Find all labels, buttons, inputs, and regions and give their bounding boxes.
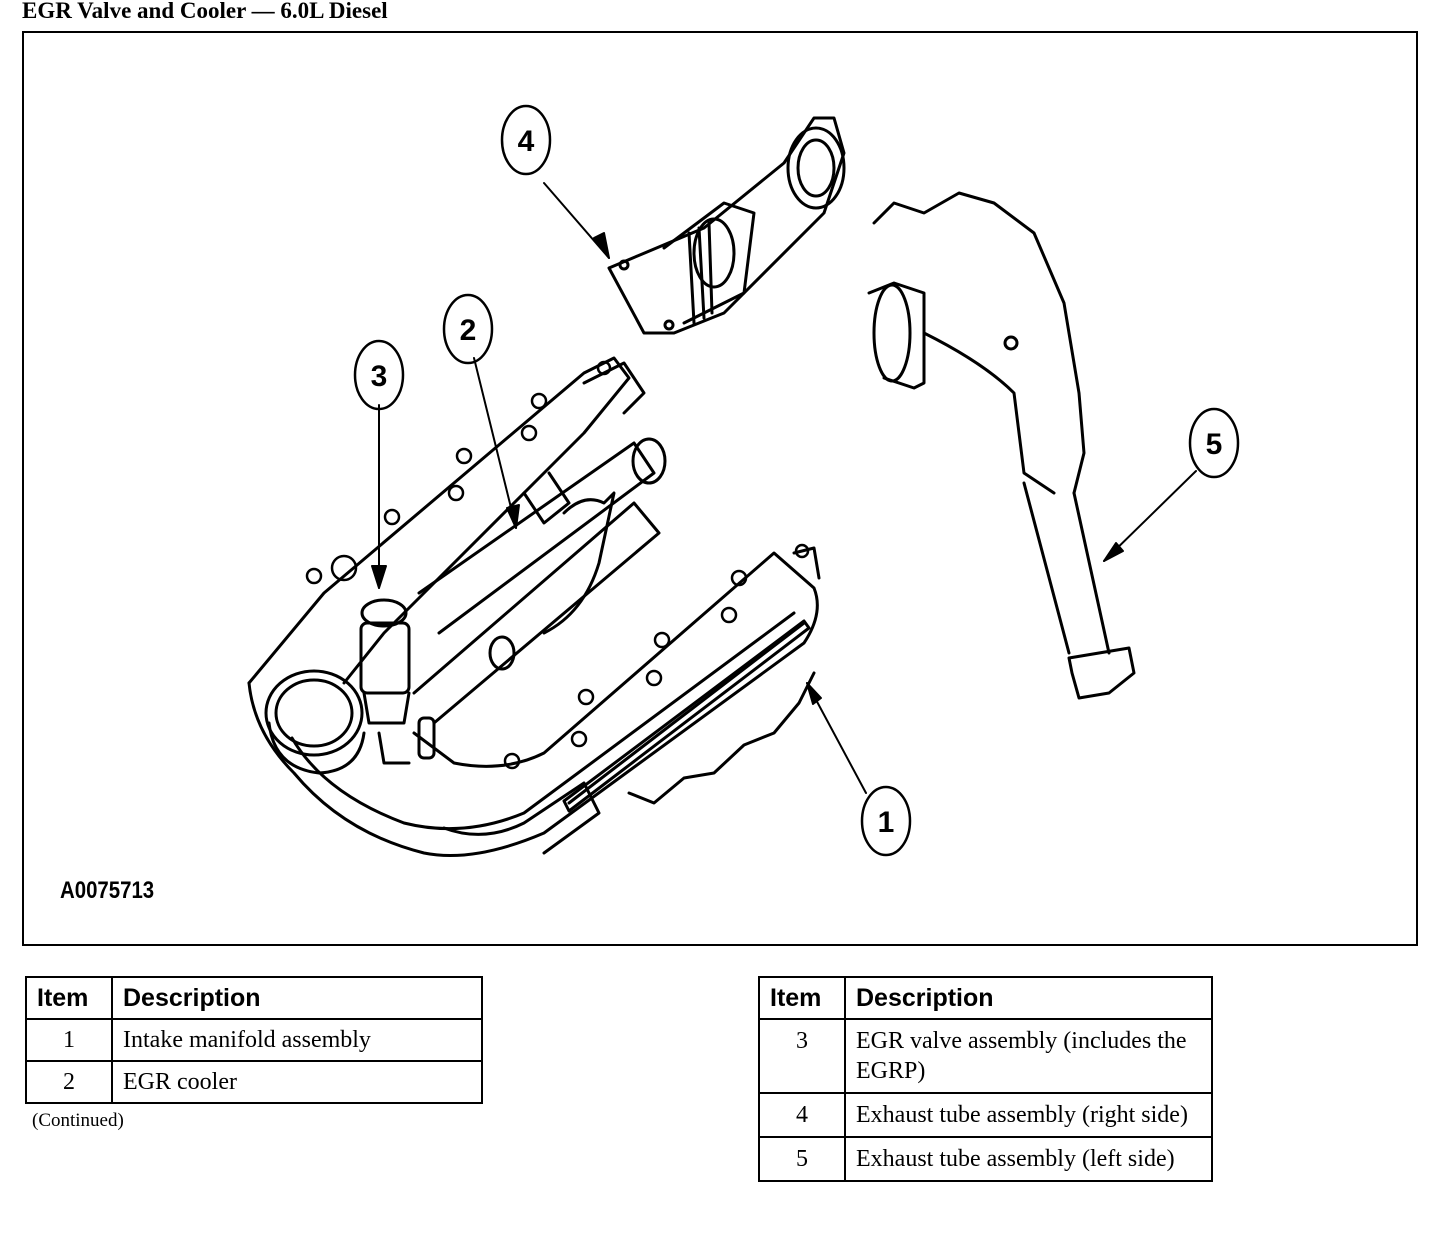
item-number: 3: [758, 1018, 846, 1094]
header-item: Item: [25, 976, 113, 1020]
callout-leaders: [371, 182, 1197, 794]
table-row: 5 Exhaust tube assembly (left side): [758, 1136, 1213, 1182]
exploded-view-drawing: 4 2 3 5 1: [247, 104, 1240, 857]
callout-1-bubble: [860, 785, 912, 857]
figure-id: A0075713: [60, 877, 155, 904]
egr-cooler-drawing: [412, 437, 667, 725]
callout-2-bubble: [442, 293, 494, 365]
callout-1-label: 1: [878, 806, 895, 839]
parts-illustration: 4 2 3 5 1 A0075713: [22, 31, 1418, 946]
callout-3-label: 3: [371, 360, 388, 393]
callout-3-bubble: [353, 339, 405, 411]
item-description: EGR cooler: [111, 1060, 483, 1104]
callout-5-bubble: [1188, 407, 1240, 479]
item-description: EGR valve assembly (includes the EGRP): [844, 1018, 1213, 1094]
header-item: Item: [758, 976, 846, 1020]
callout-4-bubble: [500, 104, 552, 176]
item-table-left: Item Description 1 Intake manifold assem…: [25, 976, 483, 1104]
callout-5-label: 5: [1206, 428, 1223, 461]
item-table-right: Item Description 3 EGR valve assembly (i…: [758, 976, 1213, 1182]
page-title: EGR Valve and Cooler — 6.0L Diesel: [22, 0, 388, 23]
egr-valve-drawing: [359, 598, 436, 765]
table-header-row: Item Description: [25, 976, 483, 1020]
continued-note: (Continued): [32, 1110, 124, 1131]
item-number: 2: [25, 1060, 113, 1104]
table-row: 3 EGR valve assembly (includes the EGRP): [758, 1018, 1213, 1094]
intake-manifold-drawing: [247, 356, 821, 857]
item-number: 5: [758, 1136, 846, 1182]
table-row: 1 Intake manifold assembly: [25, 1018, 483, 1062]
item-number: 4: [758, 1092, 846, 1138]
item-description: Intake manifold assembly: [111, 1018, 483, 1062]
table-header-row: Item Description: [758, 976, 1213, 1020]
header-description: Description: [844, 976, 1213, 1020]
callout-bubbles: [353, 104, 1240, 857]
item-description: Exhaust tube assembly (right side): [844, 1092, 1213, 1138]
callout-4-label: 4: [518, 125, 535, 158]
callout-2-label: 2: [460, 314, 477, 347]
header-description: Description: [111, 976, 483, 1020]
exhaust-tube-left-drawing: [867, 191, 1136, 700]
exhaust-tube-right-drawing: [607, 116, 846, 335]
manifold-bolts-drawing: [305, 360, 810, 770]
table-row: 2 EGR cooler: [25, 1060, 483, 1104]
table-row: 4 Exhaust tube assembly (right side): [758, 1092, 1213, 1138]
item-description: Exhaust tube assembly (left side): [844, 1136, 1213, 1182]
item-number: 1: [25, 1018, 113, 1062]
